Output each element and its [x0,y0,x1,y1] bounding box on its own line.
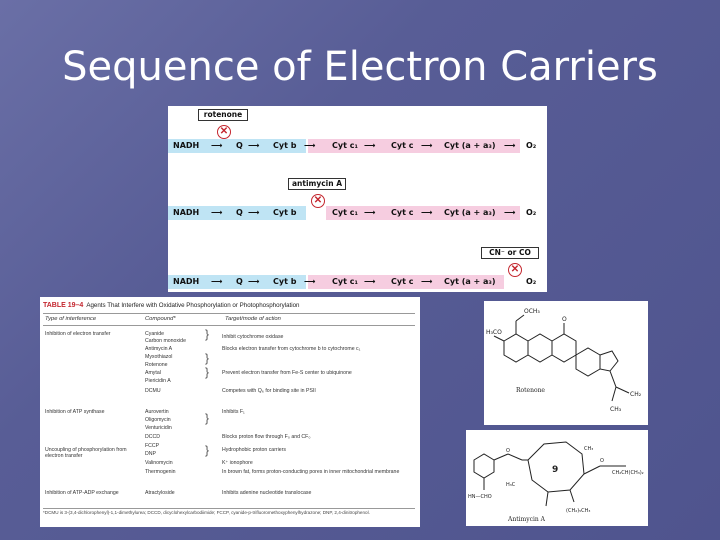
antimycin-structure-drawing: 9 CH₃ O CH₂CH(CH₃)₂ (CH₂)₅CH₃ HN—CHO O H… [468,441,644,514]
svg-text:HN—CHO: HN—CHO [468,494,492,500]
rotenone-label: rotenone [198,109,248,121]
o2-label: O₂ [526,277,537,286]
compound-cell: Amytal [145,370,161,376]
o2-label: O₂ [526,141,537,150]
target-cell: In brown fat, forms proton-conducting po… [222,469,400,475]
cytc1-label: Cyt c₁ [332,277,358,286]
cytaa3-label: Cyt (a + a₃) [444,208,496,217]
slide-title: Sequence of Electron Carriers [62,44,658,90]
nadh-label: NADH [173,277,200,286]
cytc1-label: Cyt c₁ [332,141,358,150]
rotenone-structure: OCH₃ H₃CO O CH₂ CH₃ Rotenone [484,301,648,425]
svg-text:9: 9 [552,465,558,475]
header-compound: Compound* [145,316,176,322]
svg-text:H₃C: H₃C [506,482,516,488]
compound-cell: Piericidin A [145,378,171,384]
block-antimycin-icon: ✕ [311,194,325,208]
svg-text:H₃CO: H₃CO [486,329,502,336]
table-header: Type of interference Compound* Target/mo… [43,313,415,326]
target-cell: Prevent electron transfer from Fe-S cent… [222,370,352,376]
svg-text:CH₃: CH₃ [584,446,593,452]
cyanide-label: CN⁻ or CO [481,247,539,259]
antimycin-structure: 9 CH₃ O CH₂CH(CH₃)₂ (CH₂)₅CH₃ HN—CHO O H… [466,430,648,526]
svg-text:O: O [600,458,604,464]
q-label: Q [236,141,243,150]
target-cell: Inhibits F₁ [222,409,245,415]
antimycin-label: Antimycin A [508,516,545,523]
q-label: Q [236,277,243,286]
svg-text:(CH₂)₅CH₃: (CH₂)₅CH₃ [566,508,590,514]
cytb-label: Cyt b [273,208,297,217]
type-cell: Inhibition of ATP synthase [45,409,105,415]
svg-text:CH₂: CH₂ [630,391,642,398]
nadh-label: NADH [173,141,200,150]
compound-cell: Venturicidin [145,425,172,431]
flow-row-1: NADH ⟶ Q ⟶ Cyt b ⟶ Cyt c₁ ⟶ Cyt c ⟶ Cyt … [168,139,547,153]
header-type: Type of interference [45,316,97,322]
o2-label: O₂ [526,208,537,217]
cytb-label: Cyt b [273,277,297,286]
svg-text:CH₂CH(CH₃)₂: CH₂CH(CH₃)₂ [612,470,644,476]
electron-flow-figure: rotenone ✕ NADH ⟶ Q ⟶ Cyt b ⟶ Cyt c₁ ⟶ C… [168,106,547,292]
cytc-label: Cyt c [391,277,414,286]
target-cell: K⁺ ionophore [222,460,253,466]
table-number: TABLE 19–4 [43,302,84,309]
compound-cell: Oligomycin [145,417,171,423]
compound-cell: Antimycin A [145,346,173,352]
flow-row-3: NADH ⟶ Q ⟶ Cyt b ⟶ Cyt c₁ ⟶ Cyt c ⟶ Cyt … [168,275,547,289]
compound-cell: Atractyloside [145,490,175,496]
type-cell: Uncoupling of phosphorylation from elect… [45,447,127,459]
compound-cell: Carbon monoxide [145,338,186,344]
compound-cell: DCCD [145,434,160,440]
target-cell: Inhibits adenine nucleotide translocase [222,490,312,496]
svg-text:OCH₃: OCH₃ [524,308,540,315]
svg-text:O: O [562,316,567,323]
antimycin-label: antimycin A [288,178,346,190]
type-cell: Inhibition of ATP-ADP exchange [45,490,119,496]
block-rotenone-icon: ✕ [217,125,231,139]
flow-row-2: NADH ⟶ Q ⟶ Cyt b Cyt c₁ ⟶ Cyt c ⟶ Cyt (a… [168,206,547,220]
table-caption: Agents That Interfere with Oxidative Pho… [86,302,300,309]
cytb-label: Cyt b [273,141,297,150]
svg-text:CH₃: CH₃ [610,406,622,413]
block-cyanide-icon: ✕ [508,263,522,277]
table-footnote: *DCMU is 3-(3,4-dichlorophenyl)-1,1-dime… [43,508,415,516]
compound-cell: Rotenone [145,362,168,368]
q-label: Q [236,208,243,217]
cytc-label: Cyt c [391,208,414,217]
rotenone-structure-drawing: OCH₃ H₃CO O CH₂ CH₃ [486,308,642,413]
compound-cell: DNP [145,451,156,457]
compound-cell: Thermogenin [145,469,176,475]
type-cell: Inhibition of electron transfer [45,331,111,337]
rotenone-label: Rotenone [516,387,545,394]
header-target: Target/mode of action [225,316,281,322]
cytaa3-label: Cyt (a + a₃) [444,277,496,286]
svg-text:O: O [506,448,510,454]
compound-cell: Valinomycin [145,460,173,466]
target-cell: Blocks electron transfer from cytochrome… [222,346,361,352]
target-cell: Competes with Q₆ for binding site in PSI… [222,388,316,394]
compound-cell: FCCP [145,443,160,449]
nadh-label: NADH [173,208,200,217]
compound-cell: DCMU [145,388,161,394]
compound-cell: Cyanide [145,331,165,337]
target-cell: Hydrophobic proton carriers [222,447,287,453]
cytaa3-label: Cyt (a + a₃) [444,141,496,150]
compound-cell: Myxothiazol [145,354,173,360]
target-cell: Blocks proton flow through F₀ and CF₀ [222,434,311,440]
target-cell: Inhibit cytochrome oxidase [222,334,284,340]
compound-cell: Aurovertin [145,409,169,415]
cytc-label: Cyt c [391,141,414,150]
cytc1-label: Cyt c₁ [332,208,358,217]
